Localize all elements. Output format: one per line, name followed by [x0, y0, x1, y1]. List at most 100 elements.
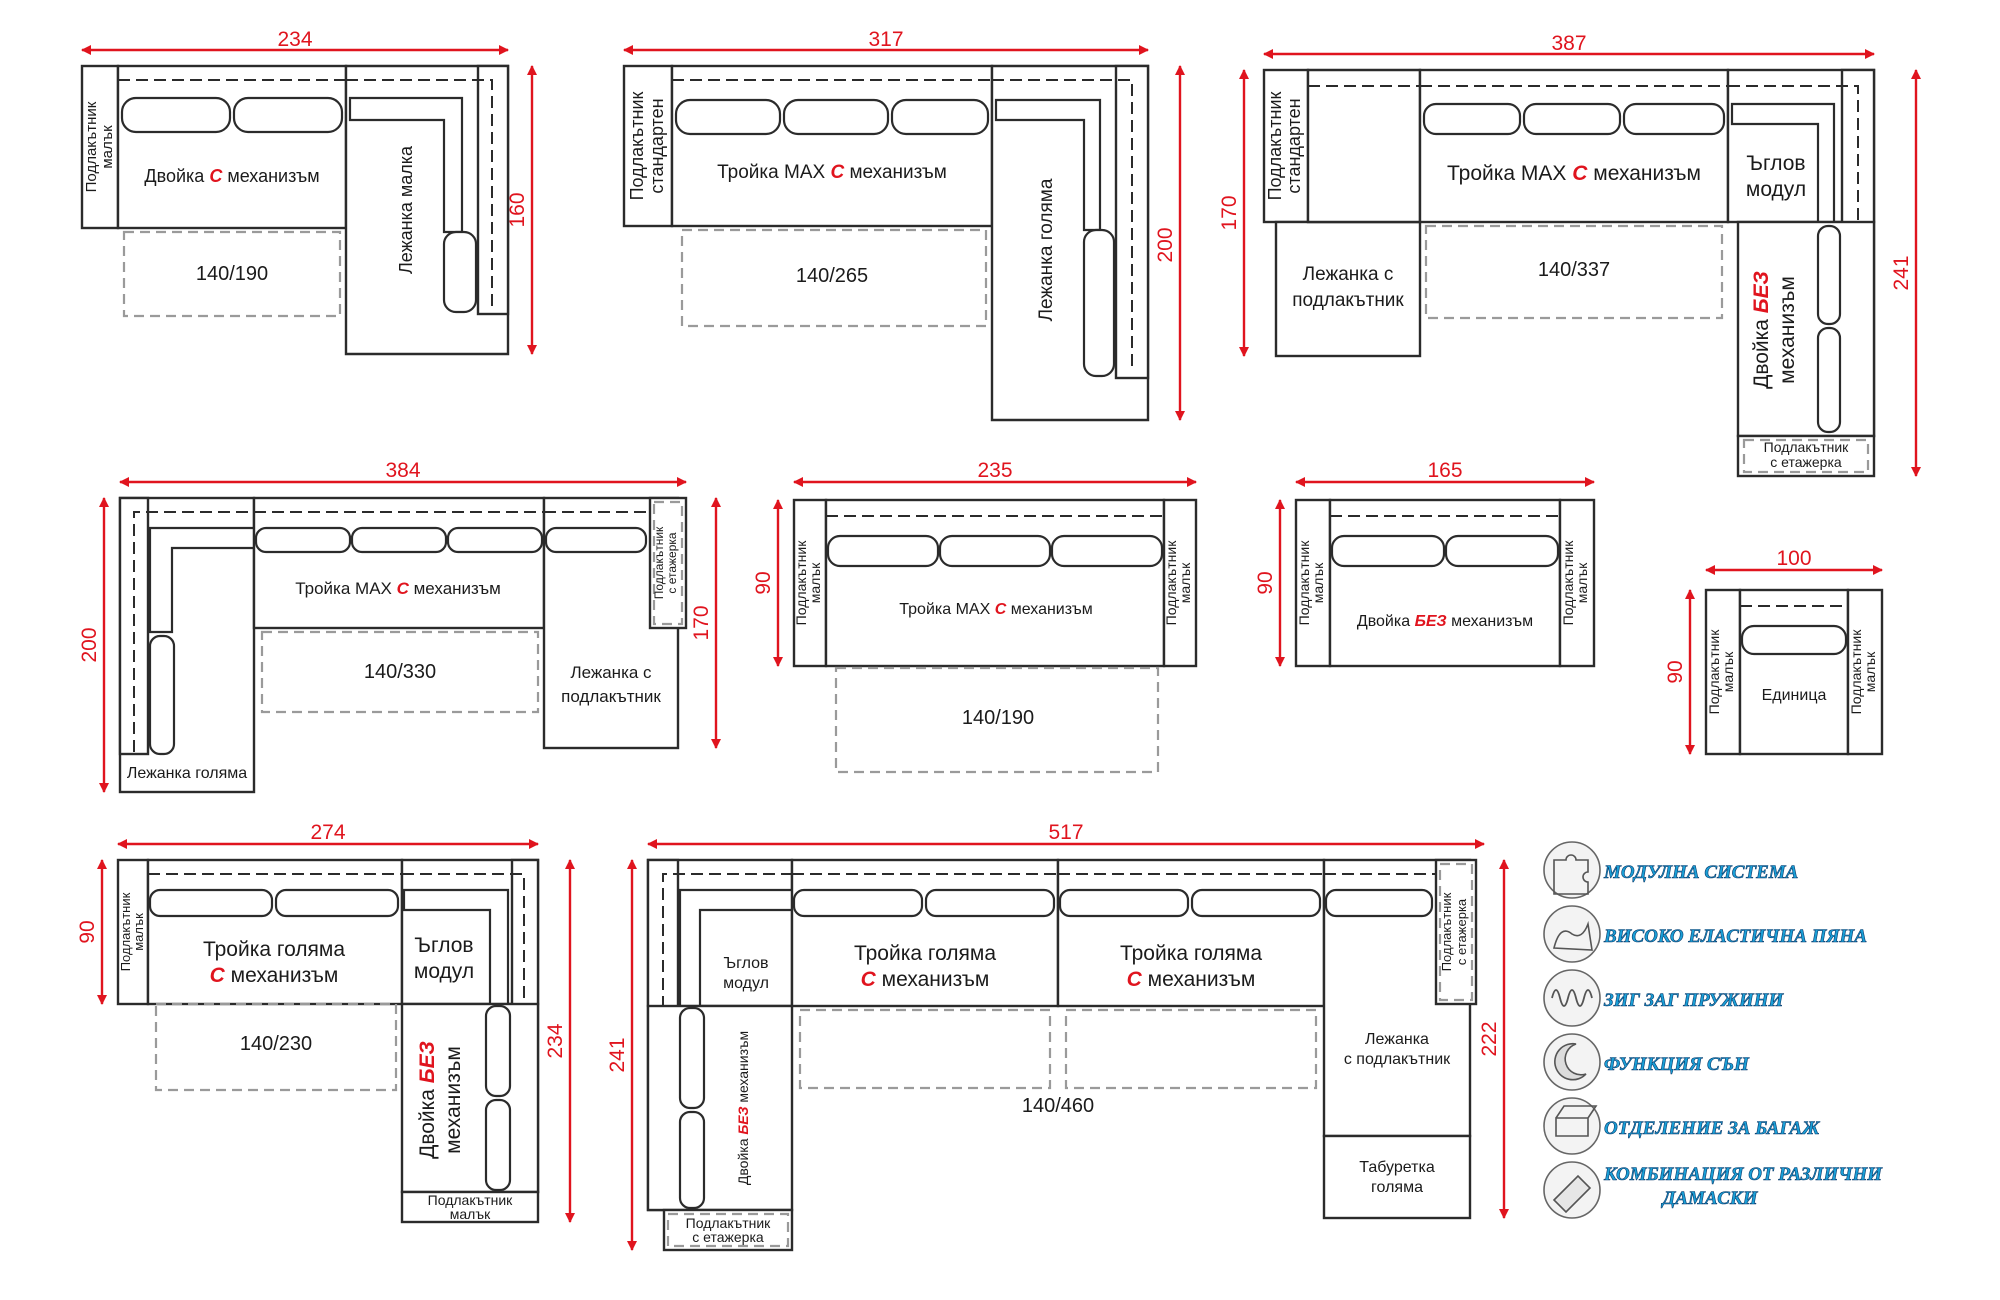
svg-text:140/230: 140/230: [240, 1033, 312, 1055]
feature-foam: ВИСОКО ЕЛАСТИЧНА ПЯНА: [1543, 905, 1867, 963]
svg-text:механизъм: механизъм: [1776, 276, 1799, 384]
svg-text:Лежанка с: Лежанка с: [570, 663, 652, 682]
svg-text:Подлакътник: Подлакътник: [1439, 892, 1454, 971]
config-6: 165 90 Подлакътник малък Двойка БЕЗ меха…: [1254, 459, 1596, 668]
bed-outline: [122, 230, 342, 318]
config-3: 387 170 241 Подлакътник стандартен Лежан…: [1218, 32, 1921, 478]
moon-icon: [1543, 1033, 1601, 1091]
feature-sleep: ФУНКЦИЯ СЪН: [1543, 1033, 1750, 1091]
dim-width: 100: [1776, 547, 1811, 570]
svg-text:Табуретка: Табуретка: [1359, 1159, 1435, 1176]
dim-width: 387: [1551, 32, 1586, 55]
svg-text:с етажерка: с етажерка: [1454, 898, 1469, 965]
module-label: Лежанка голяма: [1036, 178, 1057, 321]
svg-text:стандартен: стандартен: [647, 98, 667, 193]
armrest-shelf: [648, 496, 688, 630]
svg-text:Подлакътник: Подлакътник: [1706, 629, 1722, 715]
dim-width: 234: [277, 28, 312, 51]
armrest-small: [1846, 588, 1884, 756]
svg-text:малък: малък: [131, 913, 146, 951]
svg-text:Единица: Единица: [1762, 687, 1827, 704]
svg-text:Ъглов: Ъглов: [414, 934, 473, 957]
svg-text:Двойка БЕЗ: Двойка БЕЗ: [1750, 271, 1773, 389]
armrest-standard: [622, 64, 674, 228]
svg-text:модул: модул: [723, 975, 769, 992]
svg-text:Подлакътник: Подлакътник: [1848, 629, 1864, 715]
features-legend: МОДУЛНА СИСТЕМА ВИСОКО ЕЛАСТИЧНА ПЯНА ЗИ…: [1543, 841, 1884, 1219]
svg-text:малък: малък: [1720, 651, 1736, 692]
svg-text:Ъглов: Ъглов: [723, 955, 768, 972]
bed-size: 140/190: [196, 263, 268, 285]
svg-text:малък: малък: [1862, 651, 1878, 692]
lounger-with-armrest: [1274, 220, 1422, 358]
sofa3max-module: [252, 496, 546, 630]
svg-text:Лежанка голяма: Лежанка голяма: [127, 765, 247, 782]
svg-text:С механизъм: С механизъм: [861, 968, 990, 991]
sofa2-no-mech: [1736, 220, 1876, 438]
module-label: Тройка MAX С механизъм: [1447, 162, 1701, 185]
dim-width: 384: [385, 459, 420, 482]
svg-text:140/190: 140/190: [962, 707, 1034, 729]
armrest-small: [1294, 498, 1332, 668]
svg-text:малък: малък: [1574, 562, 1590, 603]
back-cushion: [348, 96, 464, 234]
svg-text:Подлакътник: Подлакътник: [1296, 540, 1312, 626]
dim-width: 235: [977, 459, 1012, 482]
sofa2-no-mech: [646, 1004, 794, 1212]
svg-text:Лежанка с: Лежанка с: [1303, 264, 1394, 285]
svg-text:Подлакътник: Подлакътник: [627, 91, 647, 200]
svg-text:Подлакътник: Подлакътник: [1265, 91, 1285, 200]
armrest-small: [400, 1190, 540, 1224]
sofa2-no-mech: [1328, 498, 1562, 668]
dim-height-right: 234: [544, 1023, 567, 1058]
sofa3big-module: [790, 858, 1060, 1008]
svg-text:Подлакътник: Подлакътник: [686, 1215, 772, 1231]
config-8: 274 90 234 Подлакътник малък Тройка голя…: [76, 821, 575, 1224]
svg-text:Двойка БЕЗ: Двойка БЕЗ: [416, 1041, 439, 1159]
svg-text:Подлакътник: Подлакътник: [1764, 439, 1850, 455]
dim-height-left: 170: [1218, 195, 1241, 230]
dim-height: 90: [1254, 571, 1277, 594]
svg-text:Ъглов: Ъглов: [1746, 152, 1805, 175]
svg-text:модул: модул: [1746, 178, 1806, 201]
svg-text:С механизъм: С механизъм: [210, 964, 339, 987]
spring-icon: [1543, 969, 1601, 1027]
config-1: 234 160 Подлакътник малък Двойка С механ…: [80, 28, 537, 356]
module-label: Двойка С механизъм: [144, 166, 319, 186]
bed-outline: [680, 228, 988, 328]
svg-text:Лежанка: Лежанка: [1365, 1031, 1429, 1048]
svg-text:ВИСОКО ЕЛАСТИЧНА ПЯНА: ВИСОКО ЕЛАСТИЧНА ПЯНА: [1603, 926, 1867, 947]
svg-text:ЗИГ ЗАГ ПРУЖИНИ: ЗИГ ЗАГ ПРУЖИНИ: [1603, 990, 1784, 1011]
svg-text:140/460: 140/460: [1022, 1095, 1094, 1117]
dim-height-right: 241: [1890, 255, 1913, 290]
seat-cushion: [232, 96, 344, 134]
svg-text:ОТДЕЛЕНИЕ ЗА БАГАЖ: ОТДЕЛЕНИЕ ЗА БАГАЖ: [1604, 1118, 1820, 1139]
svg-text:МОДУЛНА СИСТЕМА: МОДУЛНА СИСТЕМА: [1603, 862, 1798, 883]
svg-text:Подлакътник: Подлакътник: [652, 526, 666, 599]
svg-text:Тройка голяма: Тройка голяма: [203, 938, 345, 961]
svg-text:малък: малък: [450, 1206, 491, 1222]
sofa3max-module: [1418, 68, 1730, 224]
dim-height-right: 170: [690, 605, 713, 640]
config-2: 317 200 Подлакътник стандартен Тройка MA…: [622, 28, 1185, 422]
config-5: 235 90 Подлакътник малък Тройка MAX С ме…: [752, 459, 1198, 774]
feature-storage: ОТДЕЛЕНИЕ ЗА БАГАЖ: [1543, 1097, 1820, 1155]
svg-text:модул: модул: [414, 960, 474, 983]
sofa2-module: [116, 64, 348, 230]
dim-width: 274: [310, 821, 345, 844]
stool-big: [1322, 1134, 1472, 1220]
svg-text:Подлакътник: Подлакътник: [428, 1192, 514, 1208]
sofa2-no-mech: [400, 1002, 540, 1194]
svg-text:Подлакътник: Подлакътник: [793, 540, 809, 626]
svg-text:механизъм: механизъм: [442, 1046, 465, 1154]
svg-text:ФУНКЦИЯ СЪН: ФУНКЦИЯ СЪН: [1604, 1054, 1750, 1075]
armrest-small: [116, 858, 150, 1006]
sofa3big-module: [1056, 858, 1326, 1008]
dim-height-right: 222: [1478, 1021, 1501, 1056]
armrest-label: Подлакътник: [83, 101, 100, 192]
armrest-small: [1558, 498, 1596, 668]
svg-text:малък: малък: [1177, 562, 1193, 603]
storage-box-icon: [1543, 1097, 1601, 1155]
svg-text:подлакътник: подлакътник: [561, 687, 661, 706]
